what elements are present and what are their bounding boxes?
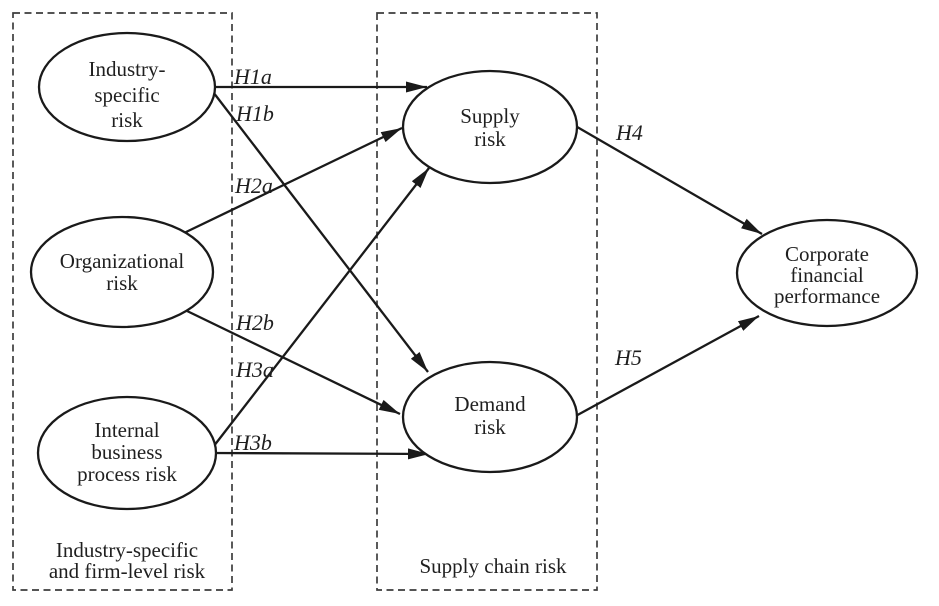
hypothesis-label-h3a: H3a — [235, 357, 274, 382]
node-label-line: Corporate — [785, 242, 869, 266]
group-box-supply-chain-risk — [376, 12, 598, 591]
node-label-line: Demand — [454, 392, 526, 416]
node-internal-business-process-risk — [36, 395, 218, 511]
node-label-line: risk — [106, 271, 138, 295]
hypothesis-label-h2a: H2a — [234, 173, 273, 198]
node-industry-specific-risk — [37, 31, 217, 143]
node-label-line: risk — [474, 415, 506, 439]
node-label-line: specific — [94, 83, 159, 107]
hypothesis-label-h4: H4 — [615, 120, 643, 145]
node-label-line: Supply — [460, 104, 520, 128]
arrow-h2a — [183, 126, 403, 235]
group-label-industry-firm-level-risk: and firm-level risk — [49, 559, 206, 583]
node-label-line: Industry- — [89, 57, 166, 81]
node-label-line: business — [91, 440, 162, 464]
arrow-h3a — [209, 167, 430, 452]
hypothesis-label-h1a: H1a — [233, 64, 272, 89]
node-corporate-financial-performance — [735, 218, 919, 328]
node-supply-risk — [401, 69, 579, 185]
node-label-line: performance — [774, 284, 880, 308]
arrow-h3b — [210, 448, 430, 460]
arrow-h5 — [571, 314, 760, 420]
node-label-line: financial — [790, 263, 864, 287]
group-box-industry-firm-level-risk — [12, 12, 233, 591]
arrow-h1b — [209, 87, 429, 373]
node-label-line: risk — [474, 127, 506, 151]
arrow-h2b — [184, 308, 401, 416]
node-label-line: risk — [111, 108, 143, 132]
group-label-supply-chain-risk: Supply chain risk — [420, 554, 567, 578]
hypothesis-label-h3b: H3b — [233, 430, 272, 455]
arrow-h4 — [571, 123, 763, 235]
node-label-line: Organizational — [60, 249, 185, 273]
node-label-line: process risk — [77, 462, 177, 486]
group-label-industry-firm-level-risk: Industry-specific — [56, 538, 198, 562]
hypothesis-label-h5: H5 — [614, 345, 642, 370]
node-demand-risk — [401, 360, 579, 474]
node-label-line: Internal — [94, 418, 159, 442]
hypothesis-label-h1b: H1b — [235, 101, 274, 126]
node-organizational-risk — [29, 215, 215, 329]
hypothesis-label-h2b: H2b — [235, 310, 274, 335]
